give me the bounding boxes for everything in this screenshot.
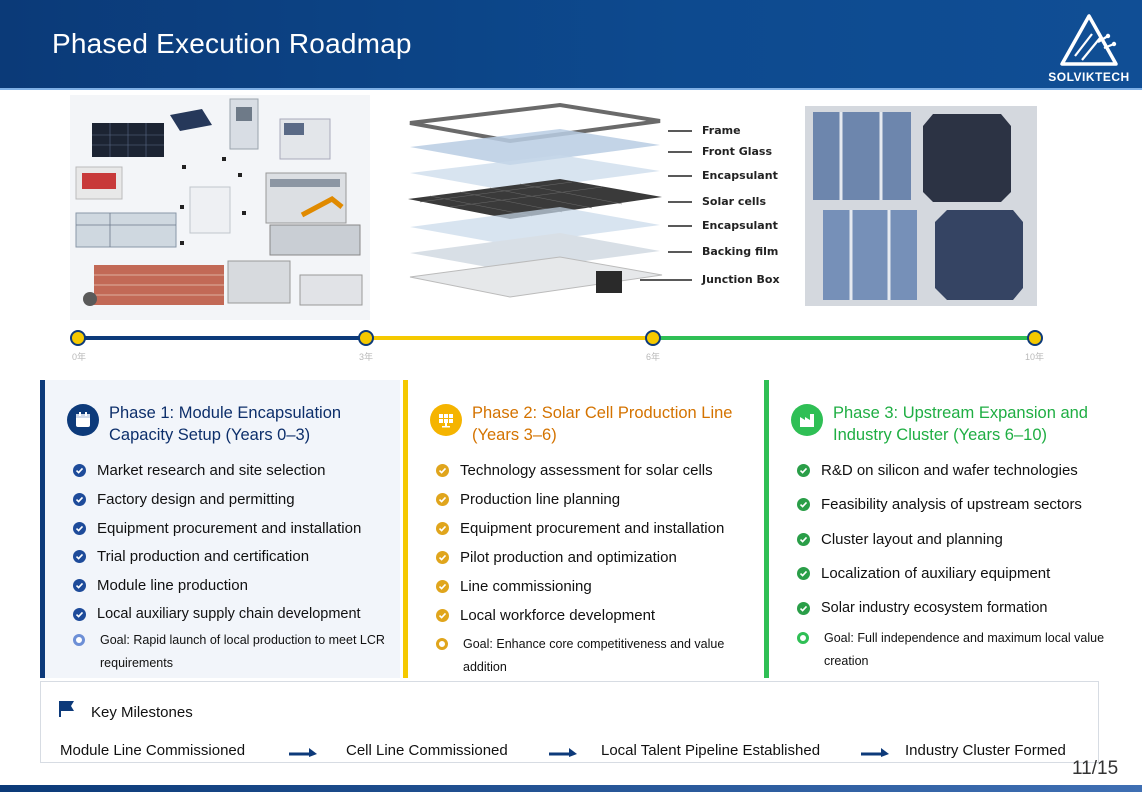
arrow-right-icon [861,748,889,757]
timeline-tick-label: 6年 [646,352,661,362]
phase-1-card: Phase 1: Module Encapsulation Capacity S… [40,380,400,678]
milestones-title: Key Milestones [91,704,193,721]
milestone-item: Module Line Commissioned [60,742,246,759]
solar-panel-layers-image: Frame Front Glass Encapsulant Solar cell… [400,95,790,320]
logo-text: SOLVIKTECH [1048,70,1130,84]
phase-1-title: Phase 1: Module Encapsulation Capacity S… [109,404,342,444]
calendar-icon [67,404,99,436]
layer-label-junction-box: Junction Box [702,273,780,286]
check-icon [797,567,810,580]
check-icon [73,493,86,506]
milestone-item: Local Talent Pipeline Established [601,742,821,759]
phase-3-item: Feasibility analysis of upstream sectors [797,496,1082,513]
solar-cells-image [805,106,1037,306]
check-icon [73,550,86,563]
phase-1-item: Module line production [73,577,248,594]
phase-2-item: Technology assessment for solar cells [436,462,713,479]
phase-2-item: Local workforce development [436,607,655,624]
check-icon [797,464,810,477]
layer-label-solar-cells: Solar cells [702,195,766,208]
timeline-tick-label: 10年 [1025,352,1045,362]
roadmap-timeline: 0年 3年 6年 10年 [60,325,1060,365]
phase-1-item: Local auxiliary supply chain development [73,606,361,622]
phase-3-item: Cluster layout and planning [797,531,1003,548]
phase-1-item: Equipment procurement and installation [73,520,361,537]
key-milestones-panel: Key Milestones Module Line Commissioned … [40,681,1099,763]
check-icon [73,464,86,477]
header-bar: Phased Execution Roadmap SOLVIKTECH [0,0,1142,90]
check-icon [436,580,449,593]
layer-label-backing-film: Backing film [702,245,779,258]
target-icon [436,638,448,650]
layer-label-encapsulant-top: Encapsulant [702,169,778,182]
phase-1-item: Market research and site selection [73,462,325,479]
timeline-node-3 [358,330,374,346]
milestone-item: Industry Cluster Formed [905,742,1066,759]
check-icon [73,607,86,621]
logo-triangle-icon [1060,14,1118,66]
factory-equipment-image [70,95,370,320]
footer-bar [0,785,1142,792]
timeline-tick-label: 3年 [359,352,374,362]
phase-3-title: Phase 3: Upstream Expansion and Industry… [833,404,1088,444]
phase-1-item: Factory design and permitting [73,491,295,508]
page-number: 11/15 [1072,758,1119,779]
arrow-right-icon [549,748,577,757]
milestone-item: Cell Line Commissioned [346,742,508,759]
phase-1-item: Trial production and certification [73,548,309,565]
layer-label-encapsulant-bottom: Encapsulant [702,219,778,232]
check-icon [436,522,449,535]
flag-icon [59,701,74,717]
phase-2-card: Phase 2: Solar Cell Production Line (Yea… [403,380,761,678]
check-icon [436,464,449,477]
check-icon [436,609,449,622]
phase-2-item: Line commissioning [436,578,592,595]
phase-3-item: Solar industry ecosystem formation [797,600,1047,616]
phase-2-item: Production line planning [436,491,620,508]
layer-label-frame: Frame [702,124,741,137]
phase-2-title: Phase 2: Solar Cell Production Line (Yea… [472,404,733,444]
timeline-tick-label: 0年 [72,352,87,362]
phase-3-card: Phase 3: Upstream Expansion and Industry… [764,380,1104,678]
check-icon [73,522,86,535]
timeline-node-10 [1027,330,1043,346]
timeline-node-6 [645,330,661,346]
arrow-right-icon [289,748,317,757]
check-icon [797,498,810,511]
target-icon [73,634,85,646]
solar-panel-icon [430,404,462,436]
target-icon [797,632,809,644]
page-title: Phased Execution Roadmap [52,28,412,59]
phase-2-item: Pilot production and optimization [436,549,677,566]
phase-2-item: Equipment procurement and installation [436,520,724,537]
check-icon [436,551,449,564]
factory-icon [791,404,823,436]
check-icon [436,493,449,506]
layer-label-front-glass: Front Glass [702,145,773,158]
company-logo: SOLVIKTECH [1042,12,1136,86]
phase-3-item: Localization of auxiliary equipment [797,565,1050,582]
phase-3-item: R&D on silicon and wafer technologies [797,462,1078,479]
check-icon [797,533,810,546]
check-icon [73,579,86,592]
timeline-node-0 [70,330,86,346]
check-icon [797,601,810,615]
